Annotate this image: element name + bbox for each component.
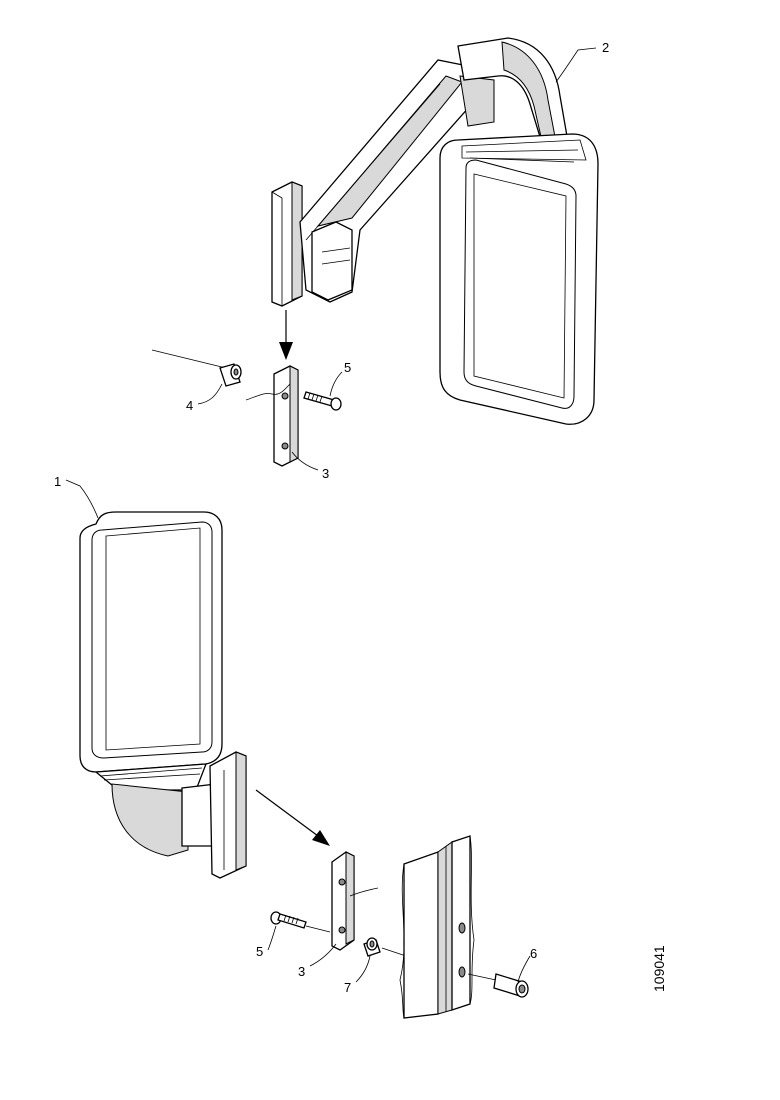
bolt-6 (467, 973, 529, 998)
callout-5-upper: 5 (344, 360, 351, 375)
screw-lower (270, 911, 331, 933)
short-mount-plate (209, 751, 247, 879)
callout-7: 7 (344, 980, 351, 995)
vehicle-pillar (399, 835, 475, 1019)
callout-5-lower: 5 (256, 944, 263, 959)
lower-insertion-arrow (255, 789, 330, 846)
long-arm-mirror-assembly (271, 37, 599, 425)
callout-3-lower: 3 (298, 964, 305, 979)
callout-4: 4 (186, 398, 193, 413)
upper-bracket-parts (151, 349, 342, 467)
short-mirror-assembly (79, 511, 247, 879)
callout-leaders (65, 47, 597, 983)
callout-1: 1 (54, 474, 61, 489)
callout-3-upper: 3 (322, 466, 329, 481)
bushing-upper (219, 363, 242, 387)
lower-bracket-parts (270, 851, 407, 957)
document-number: 109041 (651, 945, 667, 992)
bracket-plate-lower (331, 851, 379, 951)
bracket-plate-upper (245, 365, 299, 467)
screw-upper (303, 391, 342, 411)
callout-2: 2 (602, 40, 609, 55)
long-arm-mirror-head (439, 133, 599, 425)
mirror-arm (299, 59, 495, 303)
upper-insertion-arrow (279, 310, 293, 360)
callout-6: 6 (530, 946, 537, 961)
short-mirror-head (79, 511, 223, 857)
mirror-glass-lower (91, 521, 213, 759)
arm-mount-plate (271, 181, 303, 307)
mirror-glass-upper (463, 159, 577, 409)
spacer-lower (363, 937, 407, 957)
